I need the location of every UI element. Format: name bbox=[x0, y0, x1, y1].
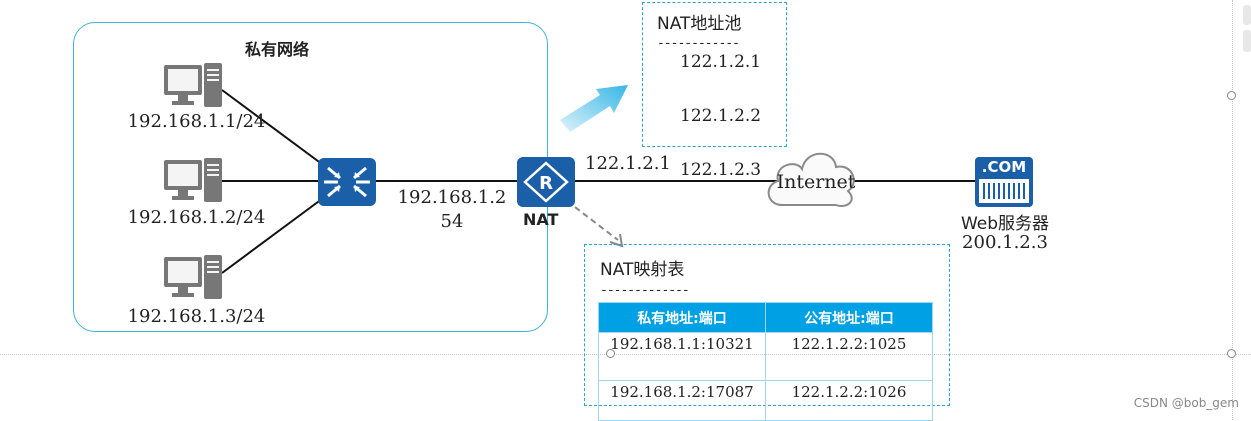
router-icon[interactable]: R bbox=[517, 157, 575, 207]
web-server-ip: 200.1.2.3 bbox=[962, 232, 1048, 253]
table-cell-public: 122.1.2.2:1025 bbox=[765, 332, 933, 381]
scroll-button-up[interactable] bbox=[1243, 5, 1251, 25]
nat-table-divider: ------------- bbox=[600, 283, 690, 298]
scroll-button-down[interactable] bbox=[1243, 30, 1251, 52]
nat-public-ip: 122.1.2.1 bbox=[585, 153, 671, 174]
page-guide-vertical bbox=[1232, 0, 1233, 420]
pool-address: 122.1.2.1 bbox=[680, 52, 762, 72]
table-cell-public: 122.1.2.2:1026 bbox=[765, 380, 933, 421]
link-host3-switch bbox=[221, 192, 331, 274]
link-host1-switch bbox=[221, 89, 331, 171]
computer-icon-host3[interactable] bbox=[164, 255, 224, 301]
table-row: 192.168.1.2:17087 122.1.2.2:1026 bbox=[598, 380, 933, 421]
host3-ip: 192.168.1.3/24 bbox=[127, 306, 266, 327]
nat-pool-box bbox=[642, 2, 787, 147]
computer-icon-host1[interactable] bbox=[164, 63, 224, 109]
pool-address: 122.1.2.3 bbox=[680, 160, 762, 180]
host2-ip: 192.168.1.2/24 bbox=[127, 207, 266, 228]
server-icon-text: .COM bbox=[981, 158, 1027, 176]
resize-handle-bottom[interactable] bbox=[1227, 349, 1236, 358]
table-header-public: 公有地址:端口 bbox=[765, 302, 933, 333]
nat-pool-title: NAT地址池 bbox=[657, 14, 742, 34]
table-cell-private: 192.168.1.2:17087 bbox=[598, 380, 766, 421]
nat-mapping-table: 私有地址:端口 公有地址:端口 192.168.1.1:10321 122.1.… bbox=[598, 302, 933, 421]
table-header-private: 私有地址:端口 bbox=[598, 302, 766, 333]
pool-arrow bbox=[560, 85, 628, 132]
host1-ip: 192.168.1.1/24 bbox=[127, 111, 266, 132]
resize-handle-top[interactable] bbox=[1227, 91, 1236, 100]
pool-address: 122.1.2.2 bbox=[680, 106, 762, 126]
table-arrow-line bbox=[566, 200, 619, 241]
table-row: 192.168.1.1:10321 122.1.2.2:1025 bbox=[598, 332, 933, 381]
table-cell-private: 192.168.1.1:10321 bbox=[598, 332, 766, 381]
svg-text:R: R bbox=[539, 173, 553, 194]
web-server-icon[interactable] bbox=[975, 157, 1033, 207]
cloud-icon bbox=[767, 152, 855, 207]
table-arrow-head bbox=[609, 233, 624, 248]
internet-label: Internet bbox=[776, 171, 856, 193]
nat-label: NAT bbox=[523, 210, 559, 229]
nat-pool-divider: ------------ bbox=[657, 36, 740, 51]
nat-table-title: NAT映射表 bbox=[600, 260, 685, 280]
switch-ip: 192.168.1.254 bbox=[397, 187, 507, 232]
computer-icon-host2[interactable] bbox=[164, 158, 224, 204]
credit-watermark: CSDN @bob_gem bbox=[1133, 396, 1239, 410]
private-network-title: 私有网络 bbox=[245, 40, 310, 59]
switch-icon[interactable] bbox=[318, 158, 376, 206]
web-server-name: Web服务器 bbox=[960, 214, 1050, 234]
